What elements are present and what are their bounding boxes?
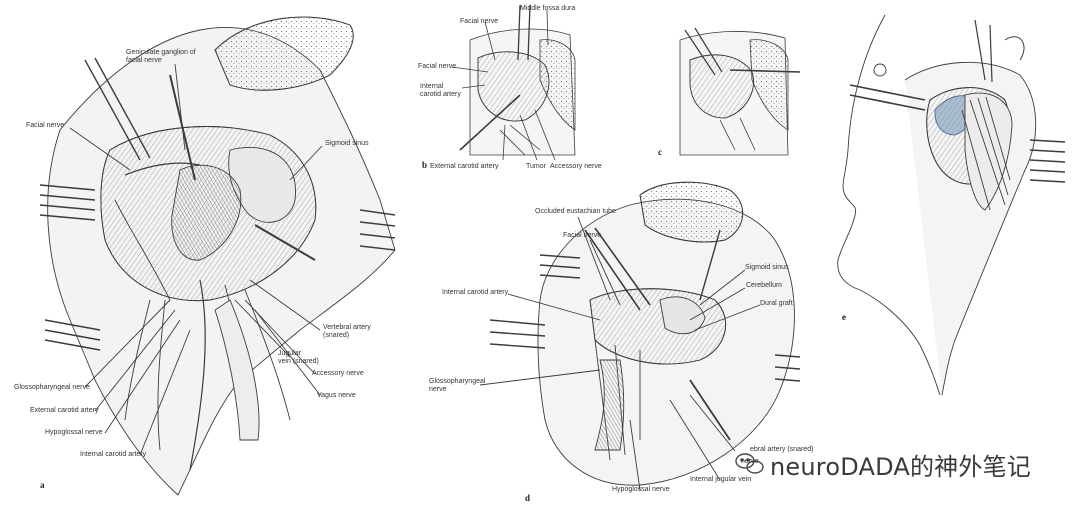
label-hypoglossal-a: Hypoglossal nerve bbox=[45, 429, 103, 436]
panel-d-drawing bbox=[479, 181, 801, 491]
label-sigmoid-sinus-a: Sigmoid sinus bbox=[325, 140, 369, 147]
panel-c-drawing bbox=[679, 27, 801, 156]
label-sigmoid-sinus-d: Sigmoid sinus bbox=[745, 264, 789, 271]
panel-letter-c: c bbox=[658, 147, 662, 157]
label-hypoglossal-d: Hypoglossal nerve bbox=[612, 486, 670, 493]
label-middle-fossa-dura: Middle fossa dura bbox=[520, 5, 576, 12]
label-tumor-b: Tumor bbox=[526, 163, 546, 170]
label-accessory-nerve-b: Accessory nerve bbox=[550, 163, 602, 170]
label-facial-nerve-b2: Facial nerve bbox=[418, 63, 457, 70]
label-internal-jugular-d: Internal jugular vein bbox=[690, 476, 752, 483]
label-cerebellum-d: Cerebellum bbox=[746, 282, 782, 289]
label-nerve-d: nerve bbox=[741, 458, 759, 465]
label-vagus-nerve-a: Vagus nerve bbox=[317, 392, 356, 399]
watermark-text: neuroDADA的神外笔记 bbox=[770, 453, 1031, 481]
panel-b-drawing bbox=[451, 4, 576, 161]
label-external-carotid-a: External carotid artery bbox=[30, 407, 99, 414]
label-facial-nerve-a: Facial nerve bbox=[26, 122, 65, 129]
label-glossopharyngeal-a: Glossopharyngeal nerve bbox=[14, 384, 90, 391]
panel-letter-e: e bbox=[842, 312, 846, 322]
watermark: neuroDADA的神外笔记 bbox=[770, 447, 1031, 482]
label-accessory-nerve-a: Accessory nerve bbox=[312, 370, 364, 377]
label-internal-carotid-d: Internal carotid artery bbox=[442, 289, 509, 296]
wechat-icon bbox=[735, 453, 764, 474]
panel-a-drawing bbox=[39, 16, 396, 496]
label-occluded-eustachian: Occluded eustachian tube bbox=[535, 208, 616, 215]
panel-letter-b: b bbox=[422, 160, 428, 170]
label-vertebral-artery-a: Vertebral artery (snared) bbox=[323, 324, 371, 339]
label-internal-carotid-b: Internal carotid artery bbox=[420, 83, 461, 98]
label-vertebral-artery-d: ebral artery (snared) bbox=[750, 446, 814, 453]
label-geniculate-ganglion: Geniculate ganglion of facial nerve bbox=[126, 49, 196, 64]
panel-e-drawing bbox=[837, 14, 1066, 396]
label-facial-nerve-b: Facial nerve bbox=[460, 18, 499, 25]
label-internal-carotid-a: Internal carotid artery bbox=[80, 451, 147, 458]
panel-letter-a: a bbox=[40, 480, 45, 490]
label-dural-graft-d: Dural graft bbox=[760, 300, 793, 307]
label-external-carotid-b: External carotid artery bbox=[430, 163, 499, 170]
label-facial-nerve-d: Facial nerve bbox=[563, 232, 602, 239]
label-glossopharyngeal-d: Glossopharyngeal nerve bbox=[429, 378, 486, 393]
panel-letter-d: d bbox=[525, 493, 531, 503]
label-jugular-vein-a: Jugular vein (snared) bbox=[278, 350, 319, 365]
